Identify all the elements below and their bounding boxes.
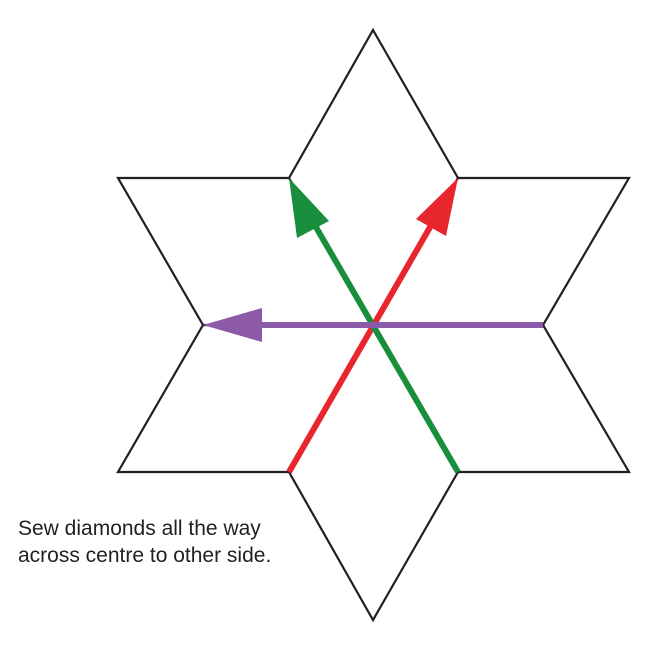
green-arrow-shaft — [310, 220, 461, 474]
instruction-caption: Sew diamonds all the way across centre t… — [18, 515, 338, 569]
caption-line-1: Sew diamonds all the way — [18, 517, 261, 540]
purple-arrow — [203, 308, 543, 342]
green-arrow — [289, 178, 461, 474]
red-arrow — [286, 178, 458, 474]
red-arrow-shaft — [286, 220, 436, 474]
caption-line-2: across centre to other side. — [18, 544, 272, 567]
green-arrow-head — [289, 178, 329, 238]
centre-point — [369, 321, 377, 329]
purple-arrow-head — [203, 308, 262, 342]
red-arrow-head — [416, 178, 458, 236]
